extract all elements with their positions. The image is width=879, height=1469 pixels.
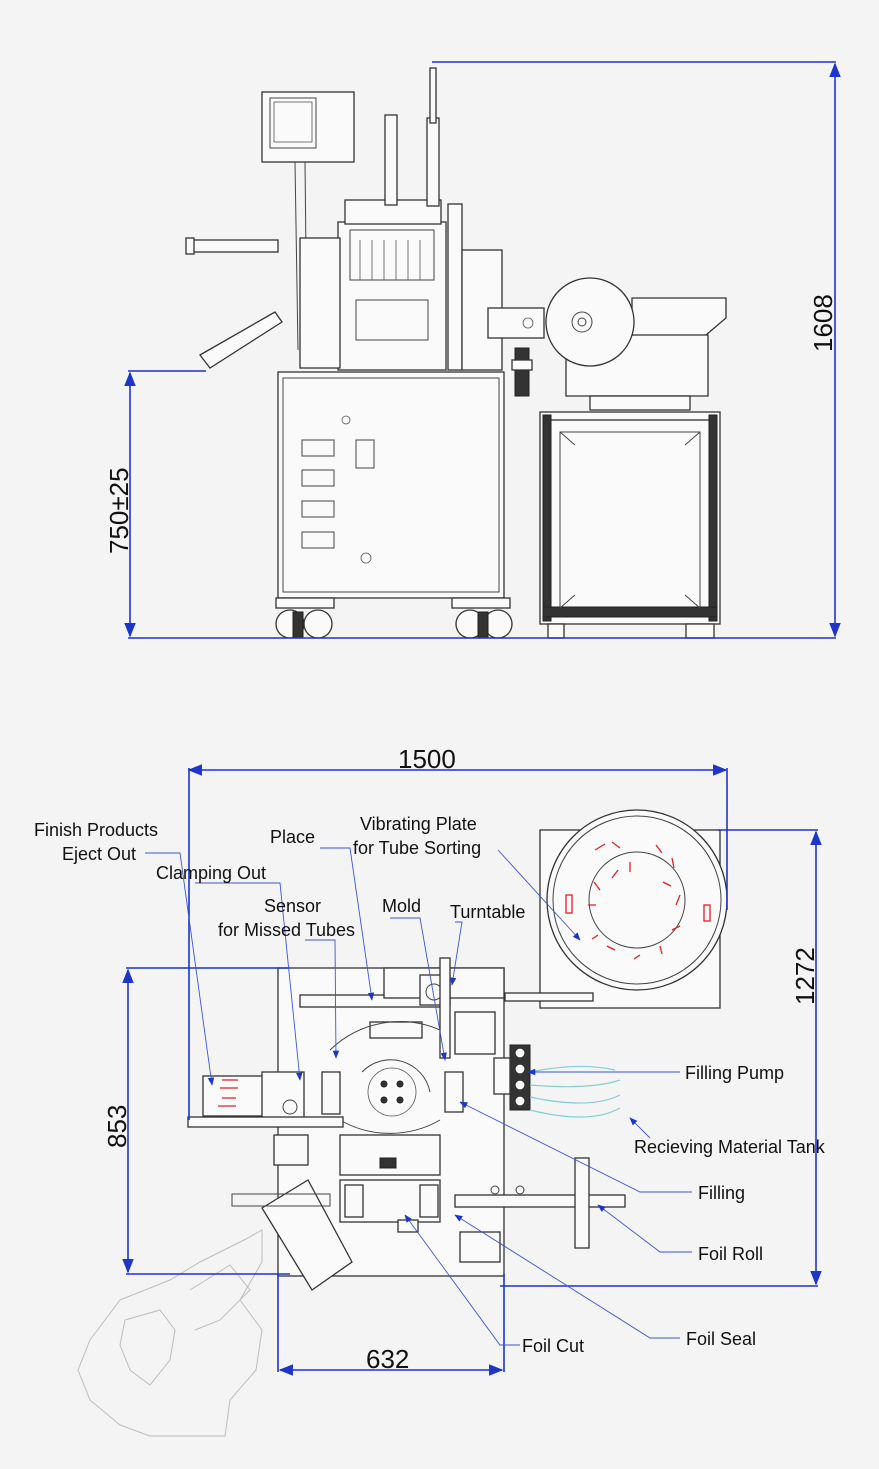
left-arm [185, 237, 283, 369]
label-sensor: Sensor [264, 896, 321, 916]
main-cabinet [275, 371, 513, 639]
leader-lines [145, 847, 692, 1346]
operator-figure [77, 1229, 263, 1437]
plan-view: 1500 1272 853 632 Finish Products Eject … [34, 744, 826, 1437]
motor [511, 347, 533, 397]
label-mold: Mold [382, 896, 421, 916]
receiving-tank-arcs [529, 1065, 621, 1118]
vibrating-bowl-side [545, 277, 727, 411]
label-clamping-out: Clamping Out [156, 863, 266, 883]
depth-dimension: 1272 [790, 947, 820, 1005]
label-foil-cut: Foil Cut [522, 1336, 584, 1356]
bowl-stand [539, 411, 721, 639]
label-place: Place [270, 827, 315, 847]
label-finish-products: Finish Products [34, 820, 158, 840]
cabinet-width-dimension: 632 [366, 1344, 409, 1374]
bowl-tubes [565, 841, 711, 960]
work-height-dimension: 750±25 [104, 467, 134, 554]
filling-pump [493, 1044, 531, 1111]
label-foil-roll: Foil Roll [698, 1244, 763, 1264]
dimension-lines-front [124, 61, 841, 639]
label-turntable: Turntable [450, 902, 525, 922]
label-vibrating-plate: Vibrating Plate [360, 814, 477, 834]
total-height-dimension: 1608 [808, 294, 838, 352]
label-tube-sorting: for Tube Sorting [353, 838, 481, 858]
label-foil-seal: Foil Seal [686, 1329, 756, 1349]
cabinet-depth-dimension: 853 [102, 1105, 132, 1148]
label-missed-tubes: for Missed Tubes [218, 920, 355, 940]
vibrating-bowl-plan [504, 809, 728, 1009]
foil-roll-assembly [454, 1157, 626, 1249]
dimension-lines-plan [122, 764, 822, 1376]
total-length-dimension: 1500 [398, 744, 456, 774]
label-receiving-tank: Recieving Material Tank [634, 1137, 826, 1157]
eject-unit [187, 1071, 344, 1128]
turntable-arrow [361, 1059, 431, 1117]
chute [231, 1179, 353, 1291]
front-elevation-view: 1608 750±25 [104, 61, 841, 639]
label-filling-pump: Filling Pump [685, 1063, 784, 1083]
control-panel [261, 91, 355, 351]
label-filling: Filling [698, 1183, 745, 1203]
upper-frame [299, 67, 545, 371]
label-eject-out: Eject Out [62, 844, 136, 864]
